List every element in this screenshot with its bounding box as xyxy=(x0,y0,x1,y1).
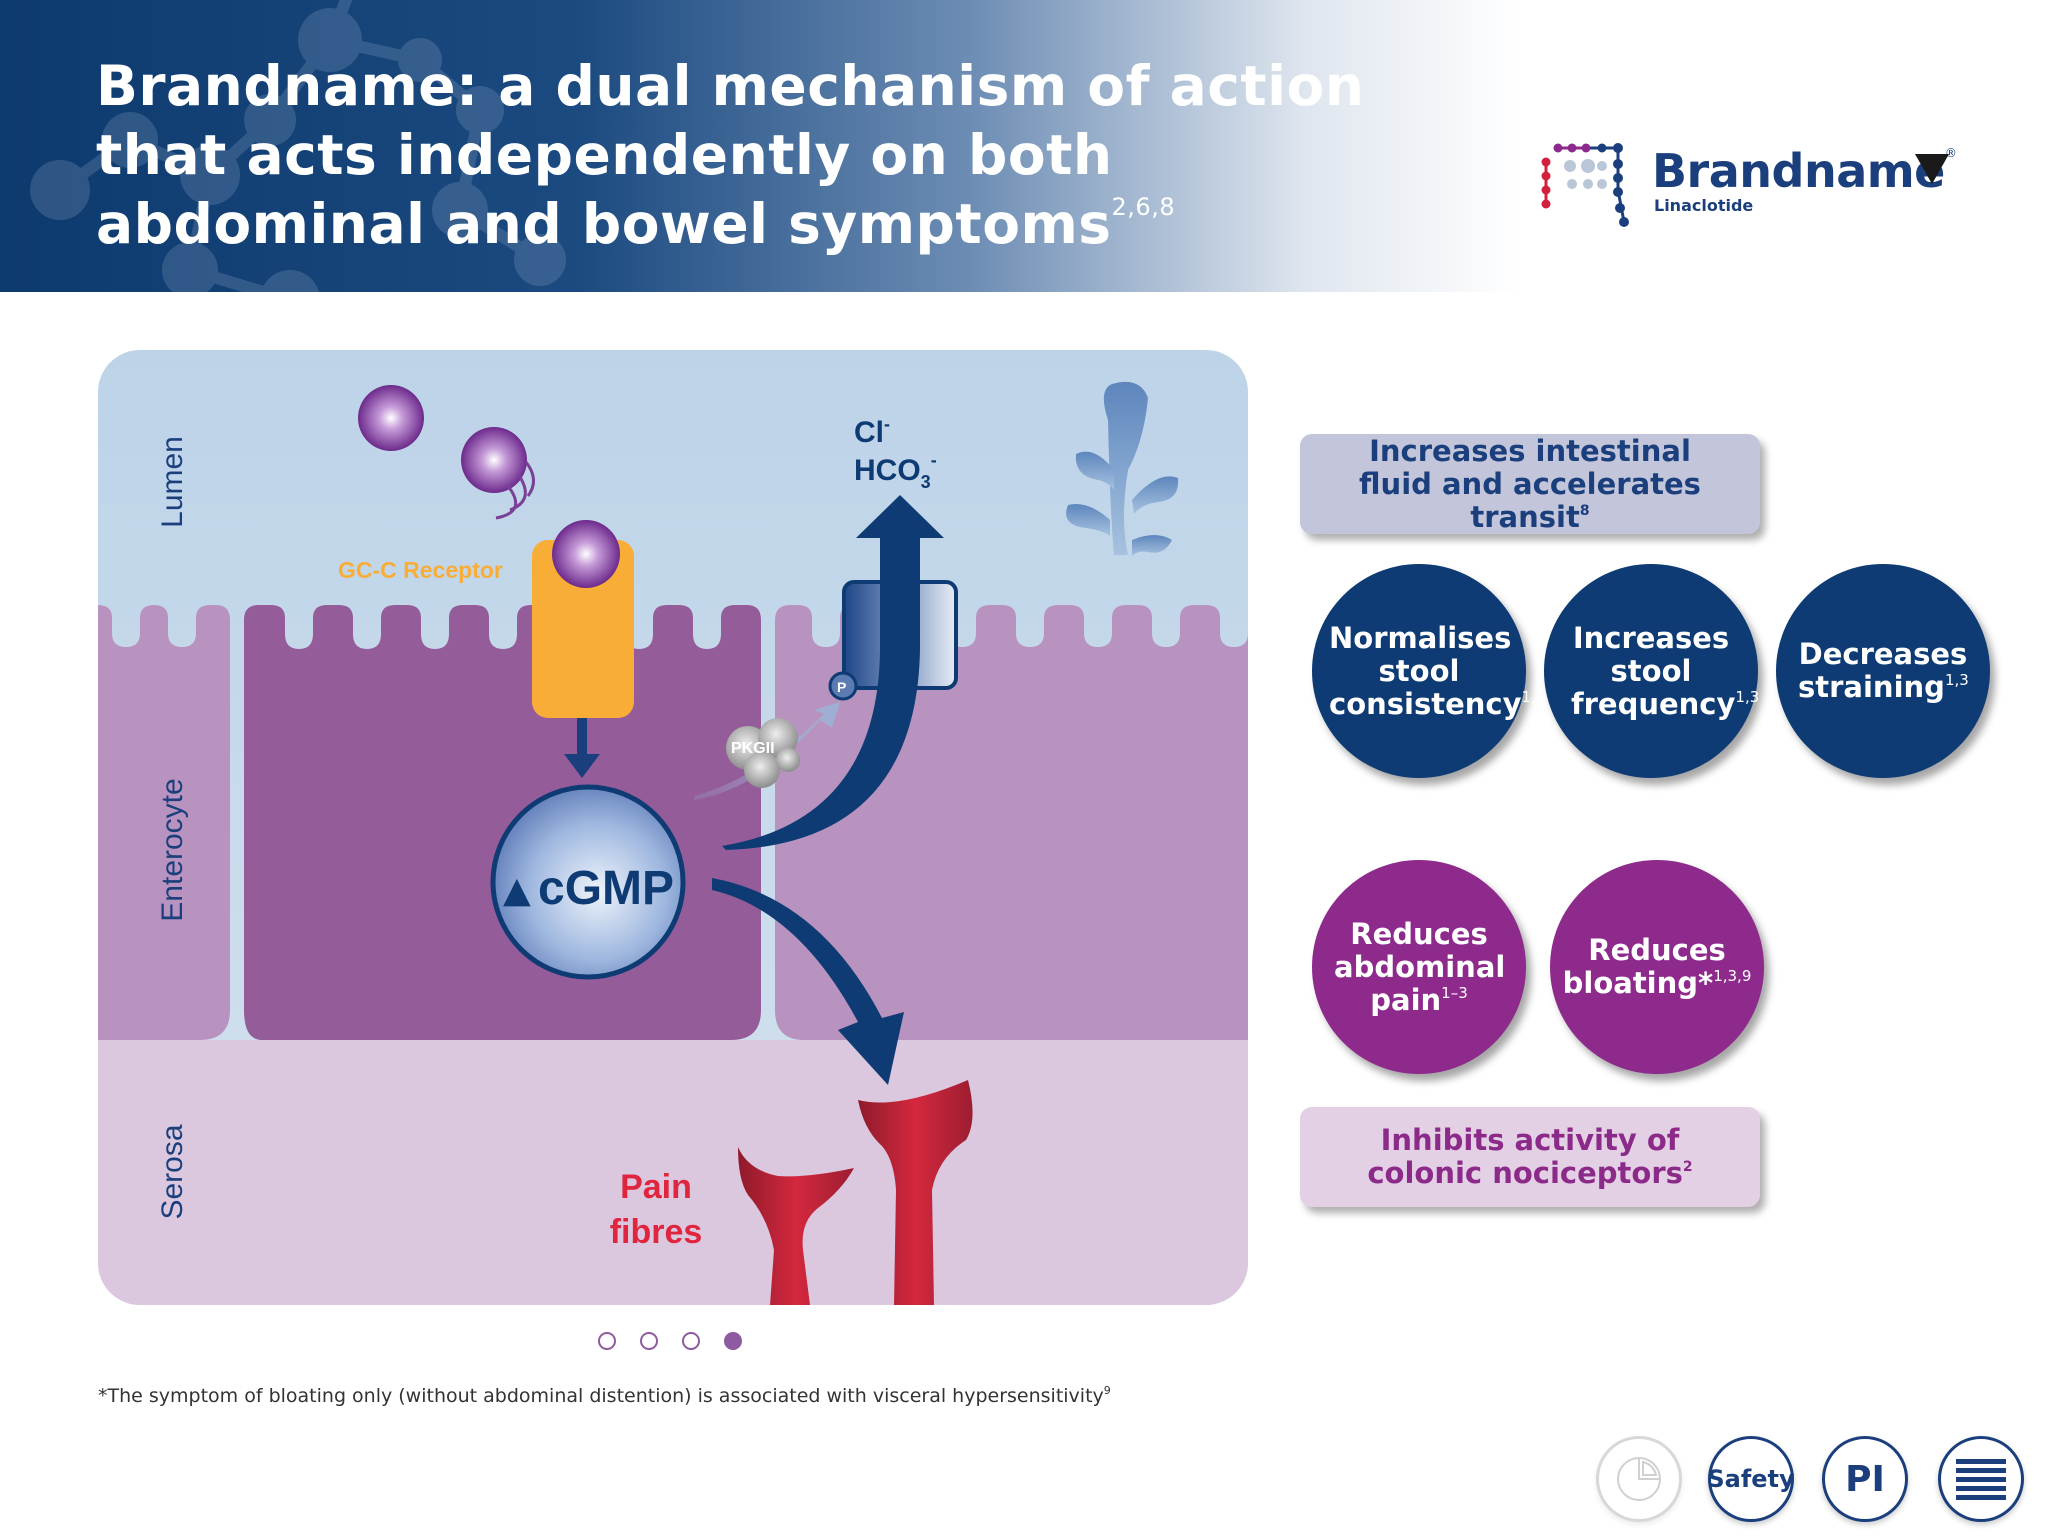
cgmp-circle xyxy=(490,784,686,980)
list-icon xyxy=(1956,1459,2006,1500)
molecule-bound-icon xyxy=(552,520,620,588)
footnote-text: *The symptom of bloating only (without a… xyxy=(98,1385,1104,1407)
chart-nav-button[interactable] xyxy=(1596,1436,1682,1522)
effect-circle-ref: 1,3,9 xyxy=(1713,967,1752,985)
pain-fibres-icon xyxy=(738,1080,973,1305)
phosphate-label: P xyxy=(837,679,846,695)
header-banner: Brandname: a dual mechanism of action th… xyxy=(0,0,1520,292)
pkgii-protein-icon xyxy=(726,718,800,788)
pkgii-arrow-icon xyxy=(694,702,840,800)
page-dot-1[interactable] xyxy=(598,1332,616,1350)
gcc-receptor-icon xyxy=(532,540,634,718)
gcc-receptor-label: GC-C Receptor xyxy=(338,557,503,583)
effect-circle-text-wrap: Decreases straining1,3 xyxy=(1798,637,1969,704)
page-dot-2[interactable] xyxy=(640,1332,658,1350)
effect-circle-text-wrap: Increases stool frequency1,3 xyxy=(1571,621,1759,721)
brand-name-text: Brandname xyxy=(1652,144,1945,198)
effect-circle-straining: Decreases straining1,3 xyxy=(1776,564,1990,778)
down-arrow-icon xyxy=(564,718,600,778)
phosphate-icon xyxy=(828,671,858,701)
effect-circle-text: Normalises stool consistency xyxy=(1329,620,1522,721)
effect-circle-text: Reduces bloating* xyxy=(1562,933,1726,1000)
effect-circle-bloating: Reduces bloating*1,3,9 xyxy=(1550,860,1764,1074)
brand-logo: Brandname® Linaclotide xyxy=(1540,140,1970,230)
ion-hco3-label: HCO xyxy=(854,454,921,487)
footnote: *The symptom of bloating only (without a… xyxy=(98,1385,1111,1407)
brand-triangle-icon xyxy=(1915,154,1949,184)
effect-circle-text-wrap: Normalises stool consistency1,3 xyxy=(1329,621,1545,721)
cgmp-label: cGMP xyxy=(538,862,674,915)
effect-circle-stool-consistency: Normalises stool consistency1,3 xyxy=(1312,564,1545,778)
ion-cl-label: Cl xyxy=(854,416,884,449)
effect-circle-text: Increases stool frequency xyxy=(1571,620,1736,721)
ion-hco3: HCO3- xyxy=(854,450,937,492)
logo-molecule-icon xyxy=(1541,143,1629,227)
effect-circle-ref: 1,3 xyxy=(1944,671,1969,689)
ion-cl-charge: - xyxy=(884,414,890,434)
molecule-decoration-icon xyxy=(30,0,566,292)
page-dot-4[interactable] xyxy=(724,1332,742,1350)
effect-circle-abdominal-pain: Reduces abdominal pain1–3 xyxy=(1312,860,1526,1074)
chart-icon xyxy=(1617,1457,1661,1501)
fluid-transit-box-ref: 8 xyxy=(1579,502,1590,519)
effect-circle-stool-frequency: Increases stool frequency1,3 xyxy=(1544,564,1759,778)
molecule-icon xyxy=(358,385,424,451)
enterocyte-left xyxy=(98,605,230,1040)
page-title-refs: 2,6,8 xyxy=(1111,193,1176,221)
serosa-label: Serosa xyxy=(156,1124,189,1219)
page-dot-3[interactable] xyxy=(682,1332,700,1350)
molecule-icon xyxy=(461,427,527,493)
page-title: Brandname: a dual mechanism of action th… xyxy=(96,52,1396,259)
serosa-layer xyxy=(98,1040,1248,1305)
ion-hco3-charge: - xyxy=(931,450,937,470)
fluid-transit-box: Increases intestinal fluid and accelerat… xyxy=(1300,434,1760,534)
brand-generic-name: Linaclotide xyxy=(1654,196,1754,215)
safety-nav-label: Safety xyxy=(1707,1465,1795,1493)
ion-hco3-sub: 3 xyxy=(921,472,931,492)
footnote-ref: 9 xyxy=(1103,1384,1111,1397)
pi-nav-label: PI xyxy=(1845,1458,1885,1500)
fluid-splash-icon xyxy=(1066,381,1179,556)
vibration-lines-icon xyxy=(495,461,535,520)
secretion-arrow-icon xyxy=(722,495,944,850)
effect-circle-ref: 1–3 xyxy=(1441,983,1468,1002)
effect-circle-text-wrap: Reduces abdominal pain1–3 xyxy=(1334,916,1506,1017)
brand-registered: ® xyxy=(1944,146,1957,160)
pi-nav-button[interactable]: PI xyxy=(1822,1436,1908,1522)
effect-circle-text: Reduces abdominal pain xyxy=(1334,916,1506,1017)
fluid-transit-box-text: Increases intestinal fluid and accelerat… xyxy=(1359,433,1701,534)
effect-circle-ref: 1,3 xyxy=(1735,687,1760,706)
lumen-label: Lumen xyxy=(156,436,189,528)
effect-circle-text-wrap: Reduces bloating*1,3,9 xyxy=(1562,934,1752,1000)
enterocyte-label: Enterocyte xyxy=(156,778,189,921)
pain-fibres-label-line1: Pain xyxy=(620,1168,692,1206)
nociceptor-box: Inhibits activity of colonic nociceptors… xyxy=(1300,1107,1760,1207)
page-title-text: Brandname: a dual mechanism of action th… xyxy=(96,54,1365,256)
safety-nav-button[interactable]: Safety xyxy=(1707,1436,1795,1522)
nociceptor-box-ref: 2 xyxy=(1682,1159,1693,1175)
slide-pagination xyxy=(598,1330,753,1354)
effect-circle-text: Decreases straining xyxy=(1798,637,1968,704)
pain-inhibition-arrow-icon xyxy=(712,878,904,1085)
nociceptor-box-text: Inhibits activity of colonic nociceptors xyxy=(1367,1123,1683,1190)
menu-nav-button[interactable] xyxy=(1938,1436,2024,1522)
fluid-transit-box-text-wrap: Increases intestinal fluid and accelerat… xyxy=(1350,433,1710,534)
effect-circle-ref: 1,3 xyxy=(1521,687,1546,706)
enterocyte-center xyxy=(244,605,761,1040)
ion-cl: Cl- xyxy=(854,414,890,449)
brand-name: Brandname® xyxy=(1652,144,1957,198)
nociceptor-box-text-wrap: Inhibits activity of colonic nociceptors… xyxy=(1330,1124,1730,1190)
pain-fibres-label-line2: fibres xyxy=(610,1213,703,1251)
mechanism-diagram: Lumen Enterocyte Serosa GC-C Receptor ▲ … xyxy=(98,350,1248,1305)
pkgii-label: PKGII xyxy=(731,740,775,757)
cgmp-up-arrow-icon: ▲ xyxy=(503,870,531,911)
